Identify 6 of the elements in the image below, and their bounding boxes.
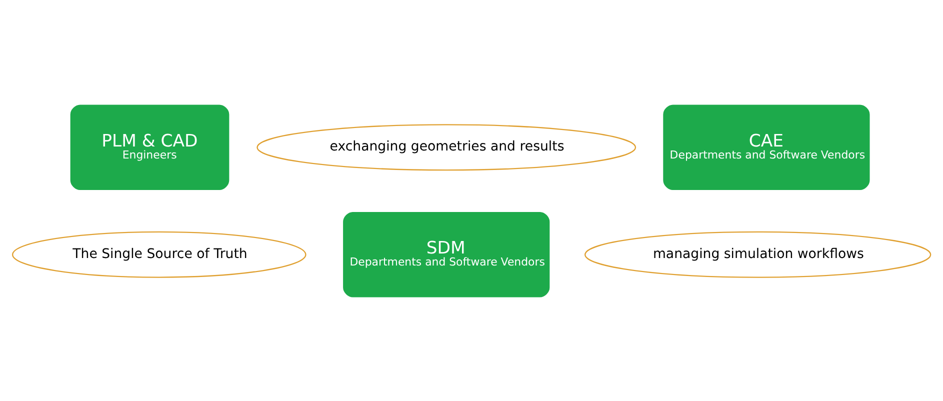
- node-box: PLM & CAD Engineers: [70, 104, 230, 190]
- node-box: CAE Departments and Software Vendors: [663, 104, 870, 190]
- node-ellipse: The Single Source of Truth: [12, 230, 306, 278]
- node-ellipse: exchanging geometries and results: [256, 124, 636, 170]
- node-box: SDM Departments and Software Vendors: [343, 211, 550, 297]
- node-ellipse: managing simulation workflows: [584, 230, 932, 278]
